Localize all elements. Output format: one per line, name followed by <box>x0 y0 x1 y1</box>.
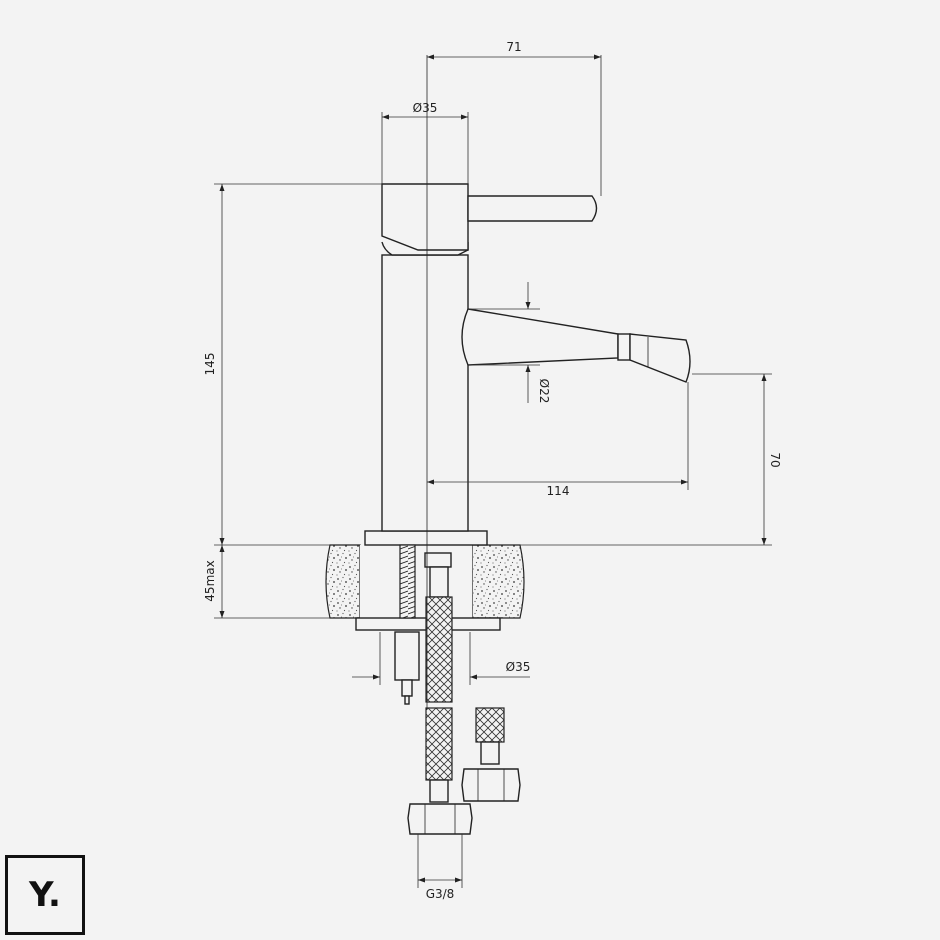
dimension-labels: 71 Ø35 145 Ø22 70 114 45max Ø35 G3/8 <box>203 40 782 901</box>
hose-ferrule-left <box>429 779 449 803</box>
dim-label-diameter-35-top: Ø35 <box>413 101 438 115</box>
dim-label-71: 71 <box>506 40 521 54</box>
supply-hose-lower-right <box>475 707 505 743</box>
hose-ferrule-right <box>480 741 500 765</box>
base-flange <box>364 530 488 546</box>
dim-label-diameter-22: Ø22 <box>537 379 551 404</box>
spout-swivel <box>617 333 631 361</box>
spout-nozzle <box>629 333 691 383</box>
fixing-nut <box>394 631 420 681</box>
countertop-cavity <box>360 545 472 618</box>
countertop-section <box>325 544 525 619</box>
brand-logo: Y. <box>5 855 85 935</box>
union-nut-left <box>407 803 473 835</box>
hose-connector-top <box>424 552 452 568</box>
union-nut-right <box>461 768 521 802</box>
dim-label-g38: G3/8 <box>426 887 455 901</box>
dim-label-114: 114 <box>547 484 570 498</box>
supply-hose-lower-left <box>425 707 453 781</box>
supply-hose-upper <box>425 596 453 703</box>
stud-end <box>404 695 410 705</box>
dim-label-145: 145 <box>203 353 217 376</box>
brand-logo-text: Y. <box>29 875 61 915</box>
countertop-right <box>471 544 525 619</box>
lever-handle <box>467 195 598 222</box>
countertop-left <box>325 544 361 619</box>
mounting-hardware <box>355 544 521 835</box>
stud-tip <box>401 679 413 697</box>
dim-label-70: 70 <box>768 452 782 467</box>
dimension-lines <box>214 54 772 888</box>
dim-label-diameter-35-base: Ø35 <box>506 660 531 674</box>
threaded-rod <box>399 544 416 619</box>
tap-body <box>364 183 691 546</box>
cartridge-cap <box>381 183 469 251</box>
dim-label-45max: 45max <box>203 560 217 601</box>
body-cylinder <box>381 254 469 532</box>
spout <box>461 308 619 366</box>
hose-ferrule <box>429 566 449 598</box>
